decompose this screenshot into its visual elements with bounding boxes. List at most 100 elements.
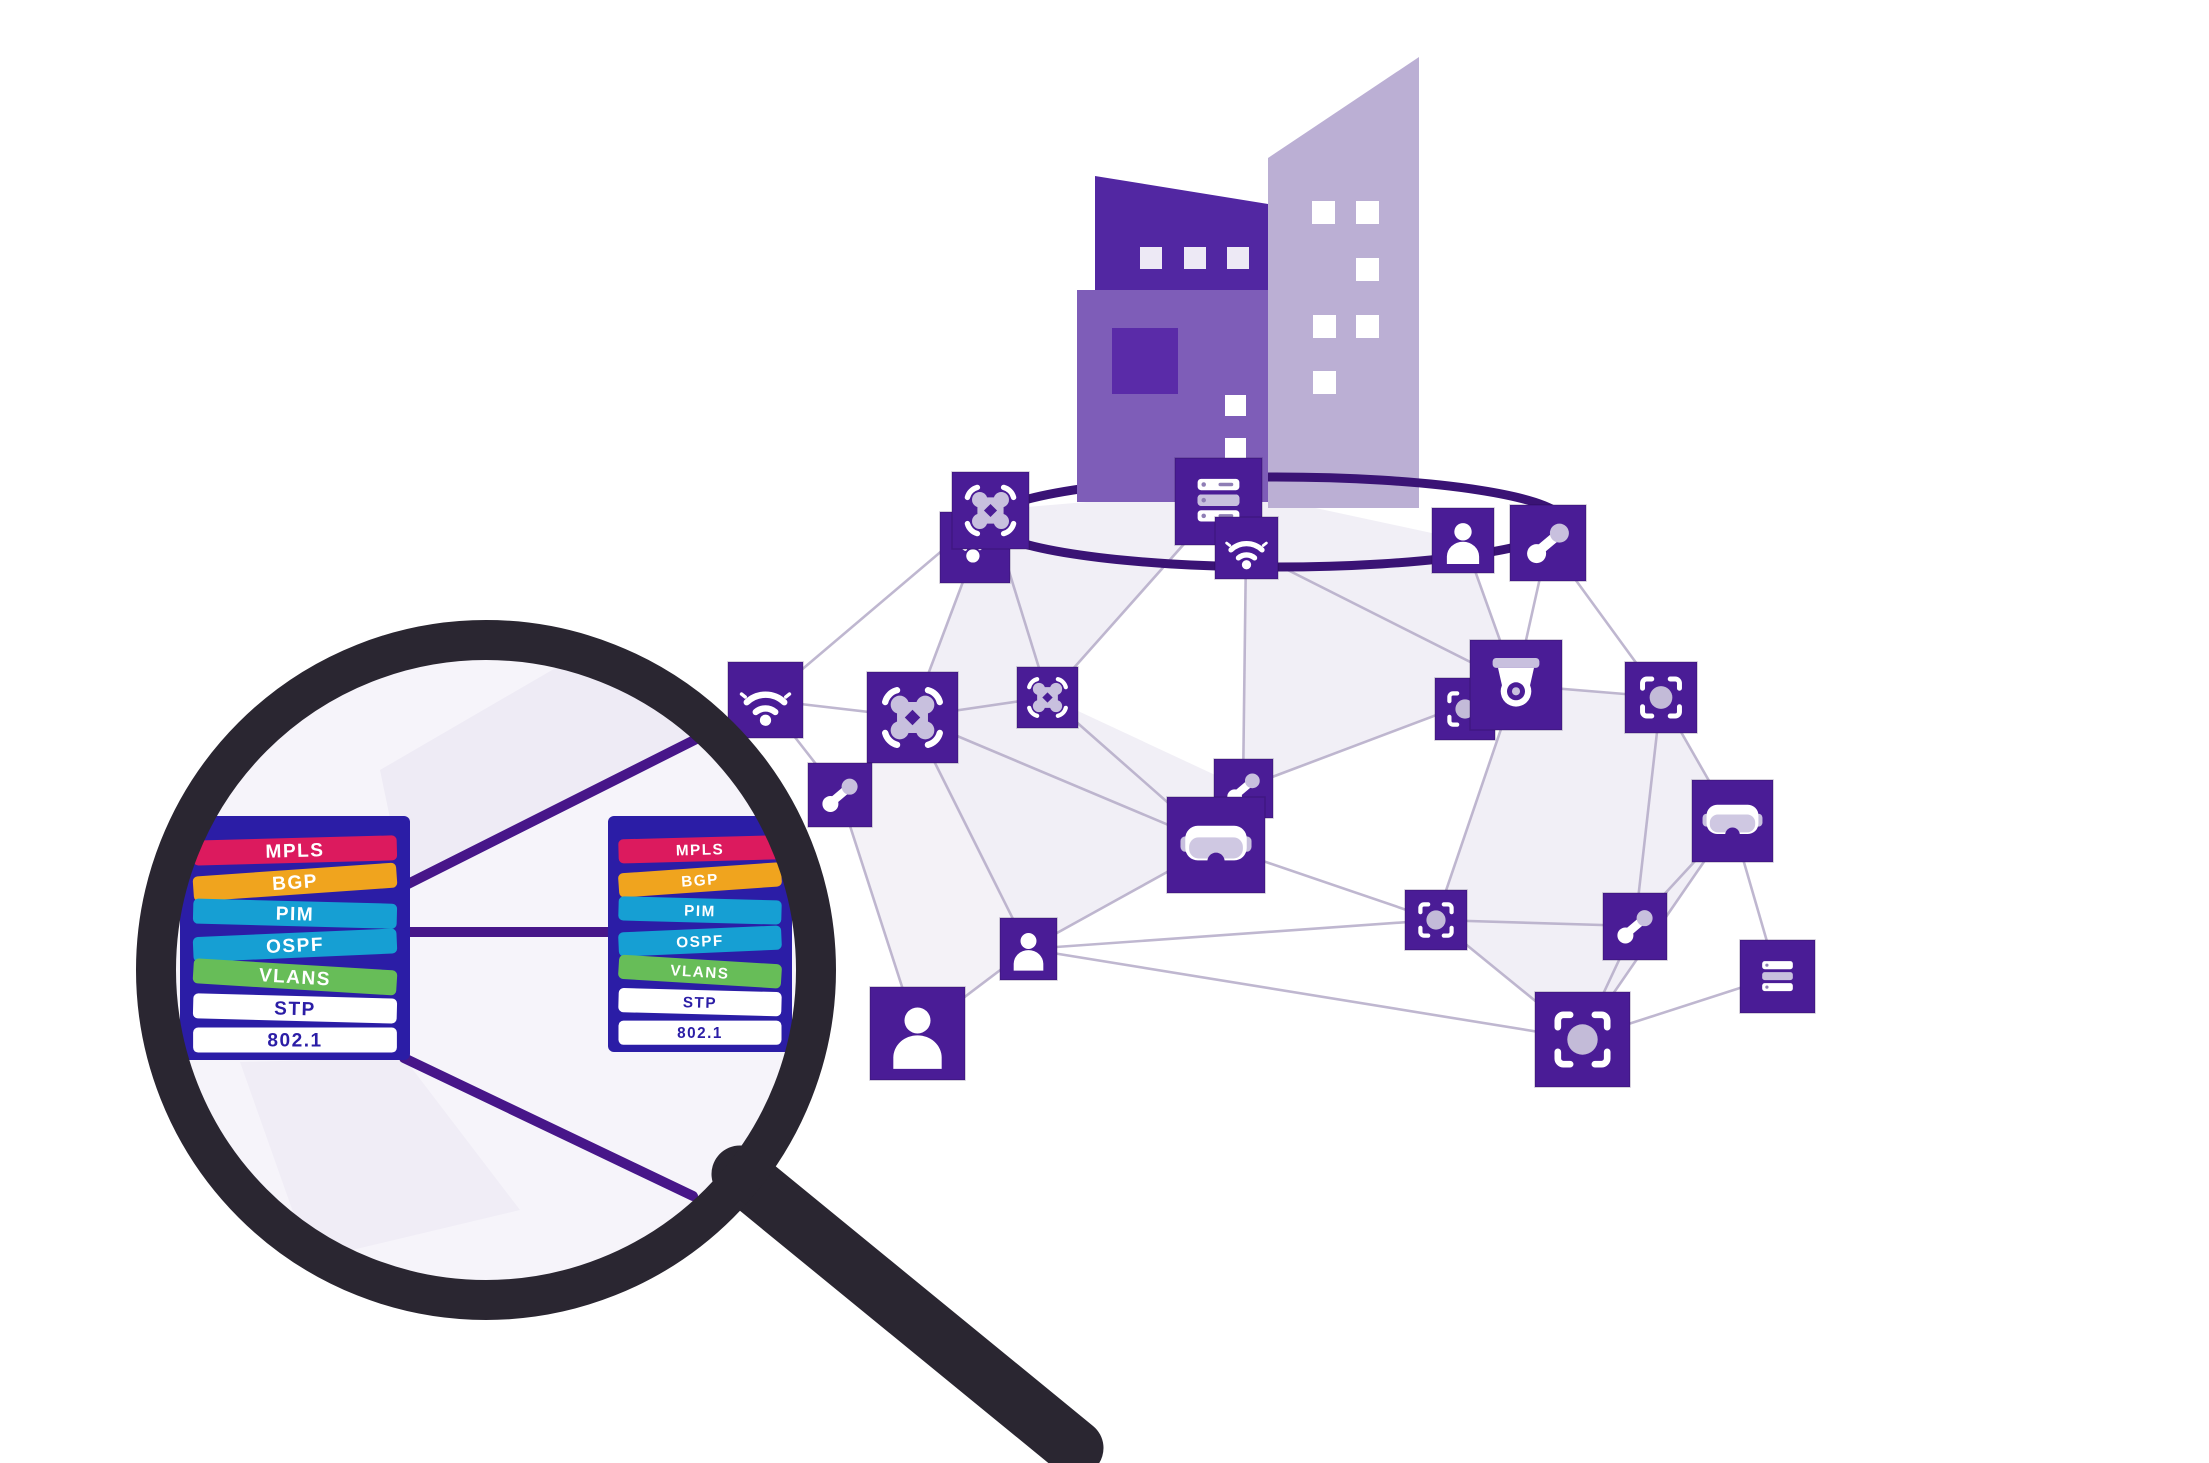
node-vr-right	[1691, 779, 1774, 863]
node-wifi-gateway	[1214, 516, 1279, 580]
switch-link	[399, 1053, 698, 1201]
node-tile	[727, 661, 804, 739]
protocol-layer-label: OSPF	[266, 935, 325, 959]
protocol-layer: OSPF	[618, 925, 782, 957]
node-scan-small	[1404, 889, 1468, 951]
protocol-layer: OSPF	[192, 928, 398, 962]
mesh-patch	[840, 717, 1028, 1033]
mesh-edge	[1435, 918, 1636, 928]
mesh-patch	[912, 697, 1243, 949]
building-window	[1313, 315, 1336, 338]
node-drone-top	[951, 471, 1030, 550]
protocol-layer: 802.1	[193, 1027, 397, 1053]
protocol-layer-label: BGP	[681, 871, 720, 891]
protocol-stack-left: MPLS BGP PIM OSPF VLANS STP 802.1	[180, 816, 410, 1060]
protocol-layer-label: MPLS	[676, 841, 725, 859]
protocol-layer-bar	[192, 835, 398, 866]
server-icon	[1197, 478, 1240, 522]
building-window	[1312, 201, 1335, 224]
protocol-layer: PIM	[192, 898, 398, 929]
building-inner-square	[1112, 328, 1178, 394]
building-window	[1140, 247, 1162, 269]
protocol-layer-label: 802.1	[267, 1031, 322, 1052]
node-person-top	[1431, 507, 1495, 574]
protocol-layer-bar	[192, 862, 398, 902]
protocol-layer: BGP	[192, 862, 398, 902]
building-light	[1268, 57, 1419, 508]
node-tile	[1739, 939, 1816, 1014]
city-buildings	[983, 57, 1569, 572]
protocol-stack-right: MPLS BGP PIM OSPF VLANS STP 802.1	[608, 816, 792, 1052]
building-window	[1313, 371, 1336, 394]
mesh-edge	[1633, 696, 1663, 927]
node-share-left	[807, 762, 873, 828]
protocol-layer-label: STP	[683, 994, 718, 1012]
node-drone-small	[1016, 666, 1079, 729]
protocol-layer-bar	[618, 954, 782, 989]
protocol-layer: PIM	[618, 896, 782, 925]
protocol-layer: VLANS	[618, 954, 782, 989]
lens-mesh-shading	[240, 658, 730, 1260]
protocol-layer-label: VLANS	[258, 965, 331, 990]
protocol-layer-label: MPLS	[265, 840, 325, 863]
protocol-layer-bar	[618, 896, 782, 925]
protocol-layer-bar	[618, 1020, 782, 1045]
mesh-edge	[1241, 548, 1248, 789]
protocol-layer: MPLS	[192, 835, 398, 866]
protocol-layer: MPLS	[618, 835, 782, 864]
protocol-layer-bar	[192, 898, 398, 929]
protocol-layer: STP	[192, 993, 398, 1024]
node-tile	[1214, 516, 1279, 580]
protocol-layer: BGP	[618, 862, 782, 898]
protocol-layer-bar	[618, 988, 782, 1017]
building-window	[1184, 247, 1206, 269]
network-nodes	[727, 457, 1816, 1088]
mesh-edge	[911, 715, 1217, 847]
node-person-big	[869, 986, 966, 1081]
building-window	[1356, 258, 1379, 281]
node-tile	[807, 762, 873, 828]
mesh-patch	[1436, 685, 1732, 1039]
protocol-layer-bar	[192, 993, 398, 1024]
mesh-patch	[380, 658, 730, 886]
building-window	[1225, 395, 1246, 416]
magnifier-glass	[136, 620, 1104, 1463]
protocol-layer-label: PIM	[275, 904, 314, 926]
protocol-layer-label: OSPF	[676, 932, 724, 951]
protocol-layer: VLANS	[192, 958, 398, 996]
lens-interior	[174, 658, 798, 1282]
server2-icon	[1762, 961, 1793, 992]
protocol-layer-bar	[618, 925, 782, 957]
magnifier-handle	[711, 1145, 1104, 1463]
protocol-layer-label: VLANS	[670, 962, 730, 983]
mesh-patch	[240, 1058, 520, 1260]
protocol-layer-label: STP	[274, 998, 316, 1020]
node-share-top	[1509, 504, 1587, 582]
building-window	[1225, 438, 1246, 459]
building-window	[1356, 201, 1379, 224]
mesh-edge	[1027, 947, 1583, 1041]
node-person-mid	[999, 917, 1058, 981]
protocol-layer-bar	[618, 835, 782, 864]
protocol-layer-label: BGP	[271, 871, 318, 895]
protocol-layer-label: 802.1	[677, 1025, 723, 1042]
protocol-layer-label: PIM	[684, 903, 716, 921]
magnifier-ring	[136, 620, 836, 1320]
mesh-edge	[1027, 918, 1437, 951]
node-share-right	[1602, 892, 1668, 961]
magnifier-lens-content: MPLS BGP PIM OSPF VLANS STP 802.1 MPLS BGP PIM OSP…	[174, 658, 798, 1282]
protocol-layer-bar	[192, 958, 398, 996]
protocol-layer-bar	[618, 862, 782, 898]
node-camera-dome	[1469, 639, 1563, 731]
node-server-small	[1739, 939, 1816, 1014]
node-scan-big	[1534, 991, 1631, 1088]
node-wifi-left	[727, 661, 804, 739]
protocol-layer-bar	[192, 928, 398, 962]
protocol-layer: 802.1	[618, 1020, 782, 1045]
protocol-layer: STP	[618, 988, 782, 1017]
building-window	[1356, 315, 1379, 338]
node-drone-left	[866, 671, 959, 764]
building-window	[1227, 247, 1249, 269]
